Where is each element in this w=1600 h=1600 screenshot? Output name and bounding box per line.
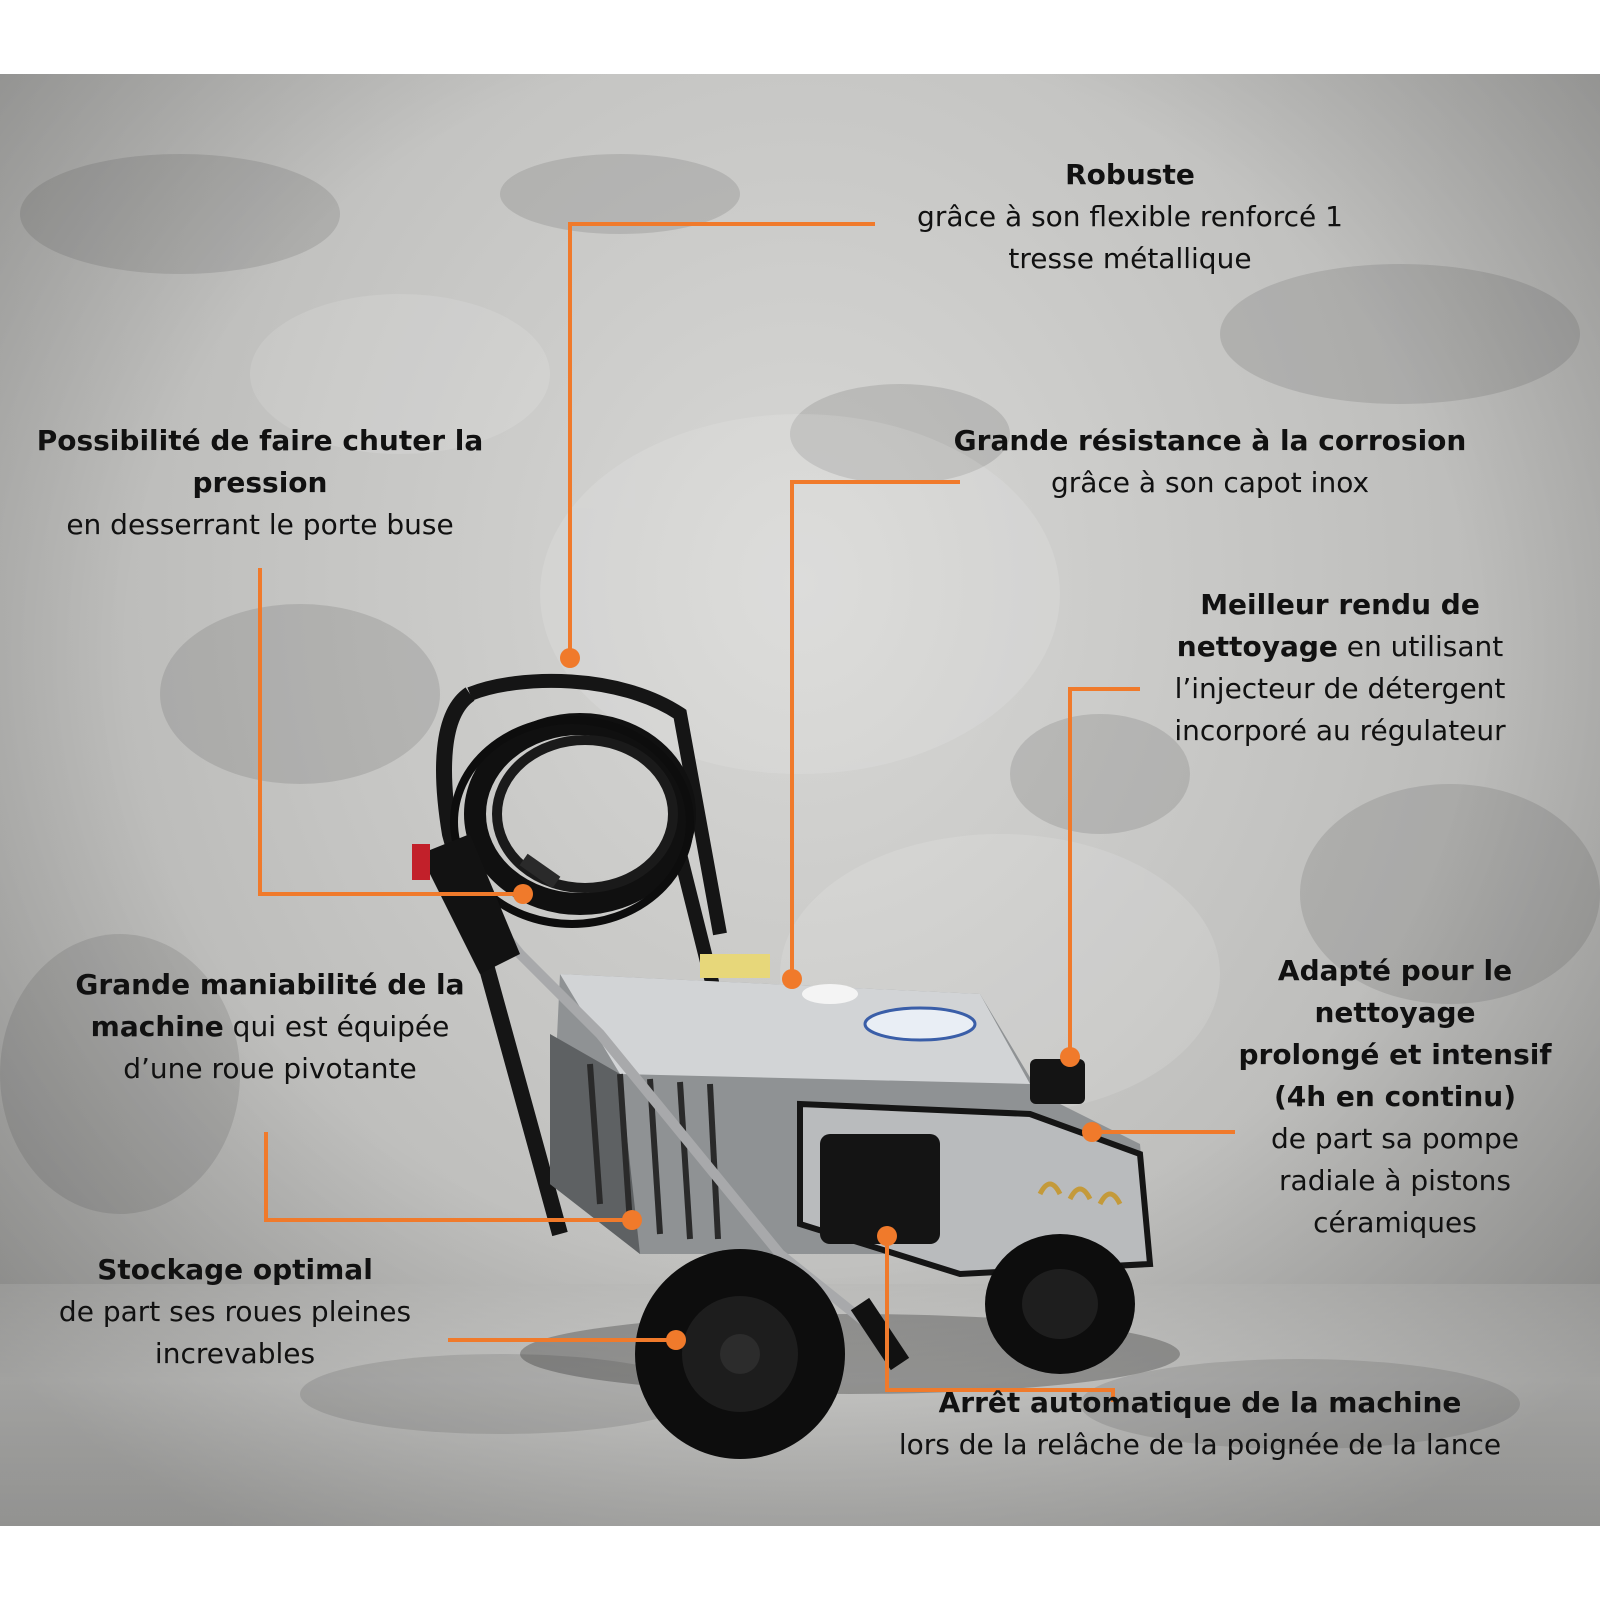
callout-arret-title: Arrêt automatique de la machine [938, 1386, 1462, 1419]
callout-stockage-title: Stockage optimal [97, 1253, 373, 1286]
callout-robuste-line1: grâce à son flexible renforcé 1 [917, 200, 1343, 233]
callout-corrosion: Grande résistance à la corrosion grâce à… [930, 420, 1490, 504]
callout-maniabilite-title2: machine [90, 1010, 224, 1043]
dot-arret [877, 1226, 897, 1246]
callout-corrosion-title: Grande résistance à la corrosion [953, 424, 1467, 457]
callout-maniabilite: Grande maniabilité de la machine qui est… [40, 964, 500, 1090]
leader-nettoyage [1068, 687, 1140, 1057]
callout-nettoyage-text2: en utilisant [1337, 630, 1504, 663]
callout-robuste: Robuste grâce à son flexible renforcé 1 … [870, 154, 1390, 280]
callout-adapte: Adapté pour le nettoyage prolongé et int… [1210, 950, 1580, 1244]
dot-robuste [560, 648, 580, 668]
callout-pression-line1: en desserrant le porte buse [66, 508, 454, 541]
callout-nettoyage-title2: nettoyage [1176, 630, 1338, 663]
callout-corrosion-line1: grâce à son capot inox [1050, 466, 1370, 499]
callout-robuste-line2: tresse métallique [1008, 242, 1252, 275]
callout-pression-title1: Possibilité de faire chuter la [36, 424, 484, 457]
dot-adapte [1082, 1122, 1102, 1142]
dot-pression [513, 884, 533, 904]
callout-adapte-title3: prolongé et intensif [1238, 1038, 1552, 1071]
callout-nettoyage-line3: l’injecteur de détergent [1174, 672, 1506, 705]
callout-nettoyage: Meilleur rendu de nettoyage en utilisant… [1130, 584, 1550, 752]
callout-maniabilite-text2: qui est équipée [223, 1010, 450, 1043]
leader-lines [258, 222, 1235, 1402]
callout-pression: Possibilité de faire chuter la pression … [20, 420, 500, 546]
callout-adapte-title4: (4h en continu) [1273, 1080, 1517, 1113]
leader-pression [258, 568, 523, 896]
leader-maniabilite [264, 1132, 632, 1222]
dot-nettoyage [1060, 1047, 1080, 1067]
leader-corrosion [790, 480, 960, 979]
callout-maniabilite-line3: d’une roue pivotante [123, 1052, 417, 1085]
callout-arret-line1: lors de la relâche de la poignée de la l… [898, 1428, 1502, 1461]
callout-adapte-line3: céramiques [1313, 1206, 1477, 1239]
product-infographic: Robuste grâce à son flexible renforcé 1 … [0, 74, 1600, 1526]
callout-adapte-line1: de part sa pompe [1270, 1122, 1520, 1155]
dot-corrosion [782, 969, 802, 989]
callout-adapte-line2: radiale à pistons [1279, 1164, 1511, 1197]
callout-robuste-title: Robuste [1065, 158, 1195, 191]
pressure-washer-illustration [258, 222, 1235, 1459]
dot-maniabilite [622, 1210, 642, 1230]
callout-nettoyage-line4: incorporé au régulateur [1174, 714, 1506, 747]
leader-arret [885, 1236, 1115, 1402]
callout-stockage: Stockage optimal de part ses roues plein… [30, 1249, 440, 1375]
callout-adapte-title1: Adapté pour le [1277, 954, 1513, 987]
leader-dots [513, 648, 1102, 1350]
callout-nettoyage-title1: Meilleur rendu de [1200, 588, 1480, 621]
callout-maniabilite-title1: Grande maniabilité de la [75, 968, 465, 1001]
callout-stockage-line1: de part ses roues pleines [58, 1295, 412, 1328]
callout-stockage-line2: increvables [154, 1337, 316, 1370]
callout-pression-title2: pression [192, 466, 328, 499]
pressure-washer-icon [412, 673, 1180, 1459]
dot-stockage [666, 1330, 686, 1350]
callout-adapte-title2: nettoyage [1314, 996, 1476, 1029]
leader-robuste [568, 222, 875, 658]
callout-arret: Arrêt automatique de la machine lors de … [860, 1382, 1540, 1466]
